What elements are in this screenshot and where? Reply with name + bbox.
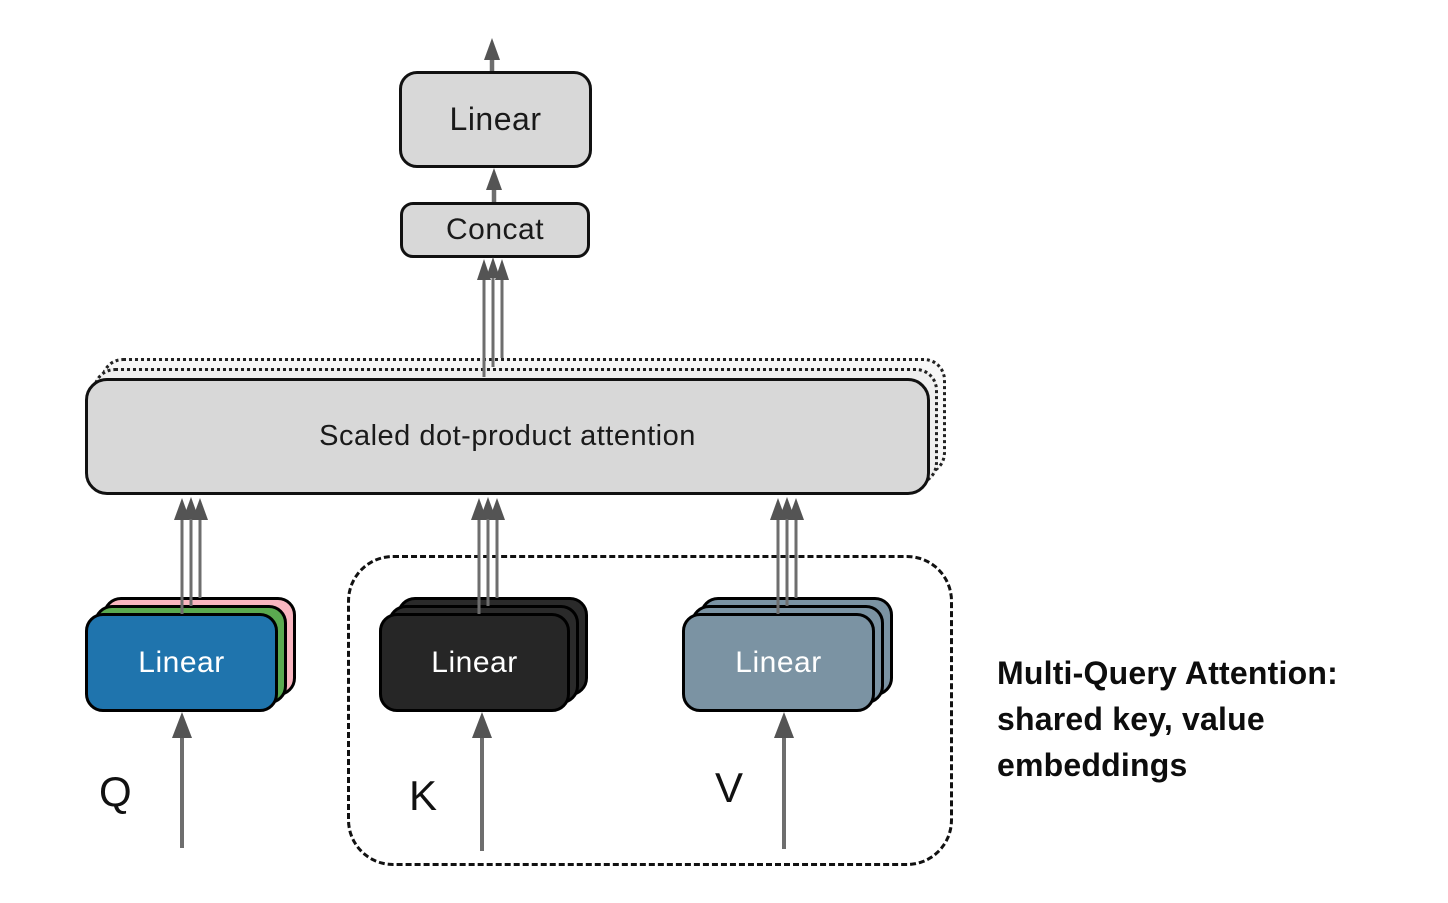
- output-linear-box: Linear: [399, 71, 592, 168]
- k-input-label: K: [409, 772, 438, 819]
- v-linear-box: Linear: [682, 613, 875, 712]
- q-input-label: Q: [99, 768, 133, 815]
- k-linear-label: Linear: [431, 645, 518, 679]
- k-linear-box: Linear: [379, 613, 570, 712]
- attention-box: Scaled dot-product attention: [85, 378, 930, 495]
- q-linear-label: Linear: [138, 645, 225, 679]
- attention-box-label: Scaled dot-product attention: [319, 420, 696, 452]
- annotation-text: Multi-Query Attention: shared key, value…: [997, 650, 1437, 788]
- shared-kv-group-box: [347, 555, 953, 866]
- q-linear-box: Linear: [85, 613, 278, 712]
- annotation-line-2: shared key, value: [997, 701, 1265, 737]
- v-input-label: V: [715, 764, 744, 811]
- concat-to-linear-arrow: [486, 168, 502, 202]
- concat-box: Concat: [400, 202, 590, 258]
- output-arrow: [484, 38, 500, 71]
- annotation-line-1: Multi-Query Attention:: [997, 655, 1338, 691]
- v-linear-label: Linear: [735, 645, 822, 679]
- q-input-arrow: [172, 712, 192, 848]
- concat-label: Concat: [445, 213, 545, 246]
- annotation-line-3: embeddings: [997, 747, 1188, 783]
- output-linear-label: Linear: [449, 101, 542, 137]
